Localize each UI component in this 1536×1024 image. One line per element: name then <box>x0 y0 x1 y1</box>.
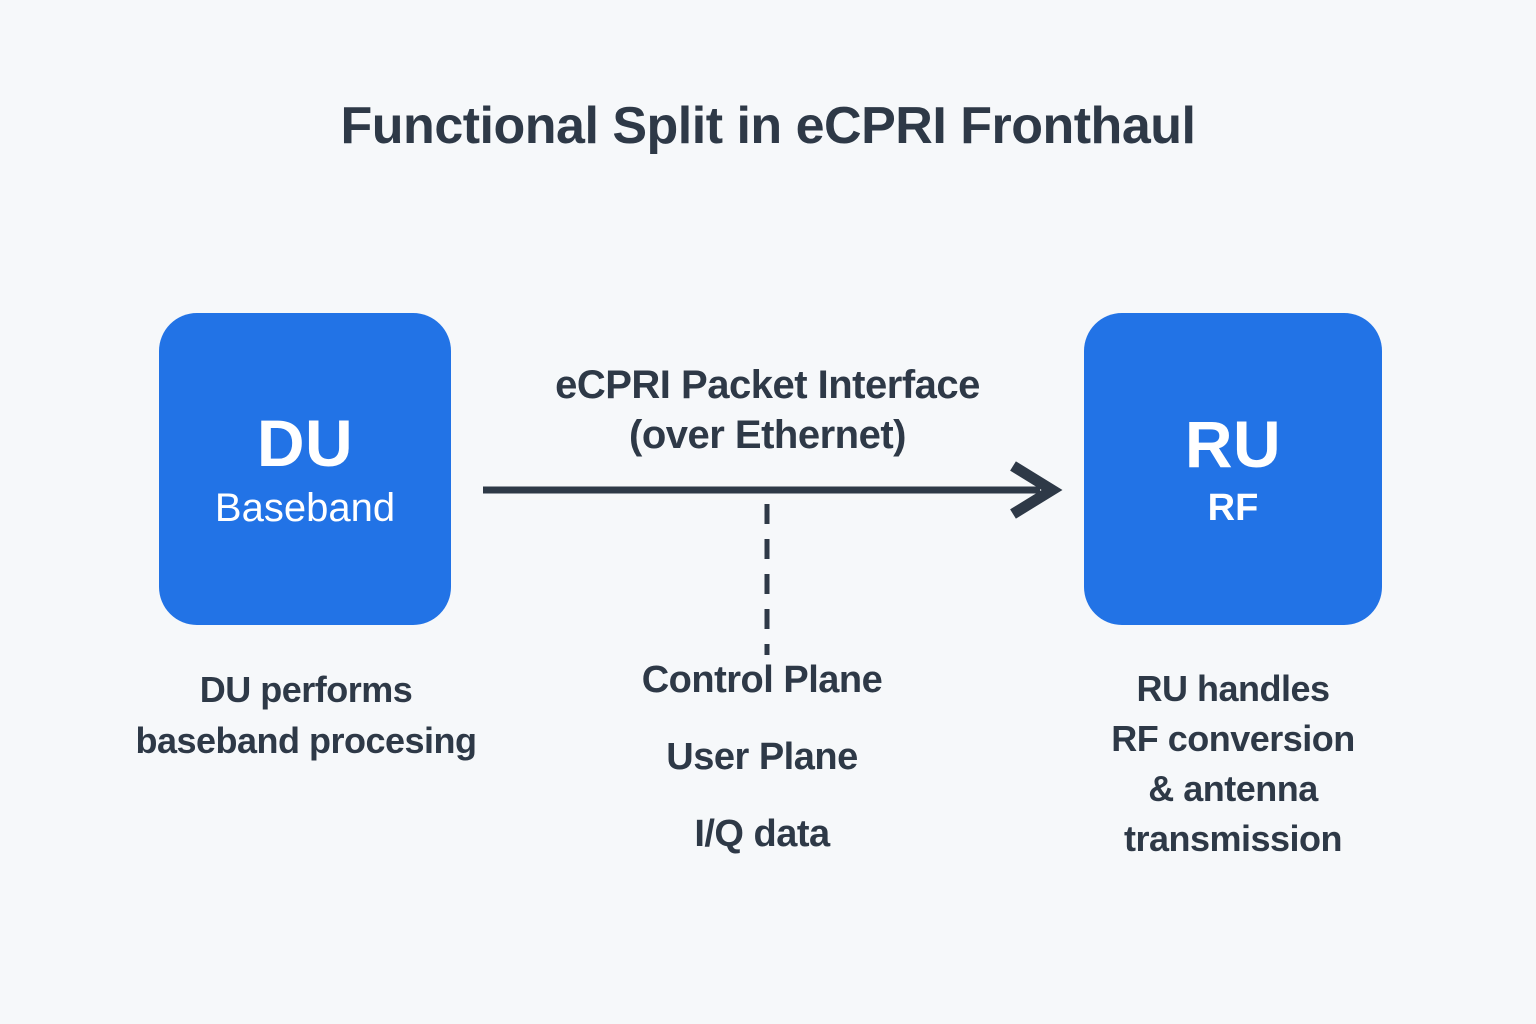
du-caption: DU performs baseband procesing <box>81 664 531 766</box>
ecpri-interface-label: eCPRI Packet Interface (over Ethernet) <box>460 360 1075 460</box>
ru-caption-line3: & antenna <box>1148 768 1318 809</box>
ru-node-sublabel: RF <box>1207 486 1259 529</box>
du-caption-line1: DU performs <box>199 669 413 710</box>
plane-label-control: Control Plane <box>641 659 883 701</box>
ru-node: RU RF <box>1084 313 1382 625</box>
du-node-label: DU <box>256 406 354 481</box>
ecpri-interface-label-line1: eCPRI Packet Interface <box>555 363 980 407</box>
ru-caption-line4: transmission <box>1123 818 1343 859</box>
du-node-sublabel: Baseband <box>214 485 396 530</box>
plane-labels: Control Plane User Plane I/Q data <box>592 660 932 891</box>
diagram-title: Functional Split in eCPRI Fronthaul <box>340 97 1196 155</box>
plane-label-user: User Plane <box>666 736 858 778</box>
plane-label-iq-data: I/Q data <box>694 813 830 855</box>
du-caption-line2: baseband procesing <box>135 720 477 761</box>
ru-caption: RU handles RF conversion & antenna trans… <box>1058 664 1408 864</box>
ecpri-interface-label-line2: (over Ethernet) <box>629 413 907 457</box>
arrow-right-icon <box>1010 461 1063 519</box>
ru-caption-line1: RU handles <box>1136 668 1330 709</box>
du-node: DU Baseband <box>159 313 451 625</box>
ru-caption-line2: RF conversion <box>1111 718 1355 759</box>
ru-node-label: RU <box>1184 407 1282 482</box>
